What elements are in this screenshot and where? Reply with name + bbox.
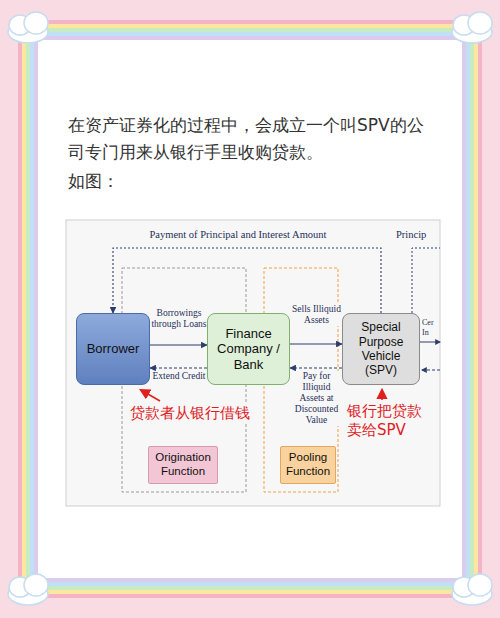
box-text: Origination Function	[152, 451, 214, 479]
diagram-screenshot	[66, 220, 440, 506]
cropped-label: Princip	[396, 228, 438, 241]
corner-clouds	[8, 12, 492, 605]
flow-arrow	[150, 344, 207, 345]
intro-line: 如图：	[68, 168, 268, 195]
cropped-label: Cer	[422, 318, 439, 328]
borrower-box: Borrower	[76, 313, 150, 385]
edge-label: Payment of Principal and Interest Amount	[118, 228, 358, 241]
edge-label: Borrowings through Loans	[151, 308, 207, 330]
box-text: Special Purpose Vehicle (SPV)	[346, 320, 416, 378]
box-text: Borrower	[87, 341, 140, 357]
edge-label: Sells Illiquid Assets	[291, 304, 342, 326]
red-callout-arrow	[381, 390, 383, 400]
flow-arrow	[290, 367, 342, 368]
edge-label: Pay for Illiquid Assets at Discounted Va…	[291, 371, 342, 426]
spv-box: Special Purpose Vehicle (SPV)	[342, 313, 420, 385]
box-text: Pooling Function	[284, 451, 332, 479]
cropped-label: In	[422, 328, 439, 338]
box-text: Finance Company / Bank	[211, 326, 286, 373]
flow-arrow	[290, 343, 342, 344]
rainbow-frame	[20, 22, 480, 596]
white-card	[38, 40, 462, 578]
edge-label: Extend Credit	[151, 371, 207, 382]
bank-box: Finance Company / Bank	[207, 313, 290, 385]
intro-paragraph: 在资产证券化的过程中，会成立一个叫SPV的公司专门用来从银行手里收购贷款。	[68, 112, 424, 166]
flow-arrow	[150, 367, 207, 368]
red-callout-arrow	[141, 390, 160, 401]
function-box: Origination Function	[148, 446, 218, 484]
red-annotation: 银行把贷款卖给SPV	[347, 402, 431, 440]
red-annotation: 贷款者从银行借钱	[130, 404, 256, 423]
function-box: Pooling Function	[280, 446, 336, 484]
